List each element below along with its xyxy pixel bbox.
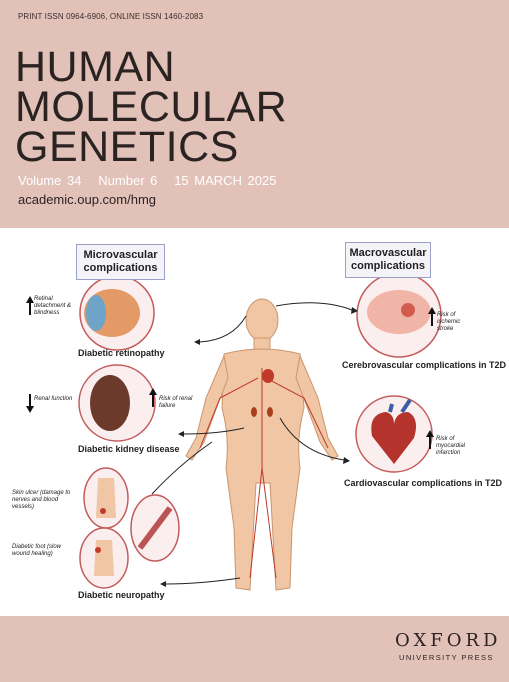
heart-shape	[371, 412, 416, 464]
human-body	[185, 298, 339, 591]
issn-line: PRINT ISSN 0964-6906, ONLINE ISSN 1460-2…	[18, 12, 204, 21]
diabetic-foot-note: Diabetic foot (slow wound healing)	[12, 544, 62, 557]
foot-shape	[94, 540, 114, 576]
kidney-disease-label: Diabetic kidney disease	[78, 444, 180, 454]
issue-line: Volume 34 Number 6 15 MARCH 2025	[18, 173, 276, 188]
nerve-shape	[137, 506, 173, 550]
kidney-left-mark	[251, 407, 257, 417]
skin-ulcer-note: Skin ulcer (damage to nerves and blood v…	[12, 490, 71, 510]
renal-function-note: Renal function	[34, 396, 73, 402]
number: Number 6	[98, 173, 158, 188]
ulcer-dot	[100, 508, 106, 514]
myocardial-note: Risk of myocardial infarction	[436, 436, 466, 456]
stroke-mark	[401, 303, 415, 317]
connector-arrows	[151, 302, 353, 585]
title-line-2: MOLECULAR	[15, 83, 288, 131]
stroke-note: Risk of ischemic stroke	[437, 312, 461, 332]
illustration-graphics	[26, 272, 442, 591]
footer-band: OXFORD UNIVERSITY PRESS	[0, 616, 509, 682]
journal-url: academic.oup.com/hmg	[18, 192, 157, 207]
cover-illustration: Microvascular complications Macrovascula…	[0, 228, 509, 616]
neuropathy-label: Diabetic neuropathy	[78, 590, 165, 600]
brain-shape	[367, 290, 431, 334]
cerebro-label: Cerebrovascular complications in T2D	[342, 360, 507, 370]
wound-dot	[95, 547, 101, 553]
title-line-1: HUMAN	[15, 43, 176, 91]
renal-failure-note: Risk of renal failure	[159, 396, 193, 409]
macro-header: Macrovascular complications	[345, 242, 431, 278]
hand-shape	[96, 478, 116, 518]
eye-cornea	[86, 295, 106, 331]
indicator-arrows	[26, 296, 436, 449]
title-line-3: GENETICS	[15, 123, 239, 171]
heart-vessels	[388, 398, 412, 414]
header-band: PRINT ISSN 0964-6906, ONLINE ISSN 1460-2…	[0, 0, 509, 228]
issue-date: 15 MARCH 2025	[174, 173, 277, 188]
retina-note: Retinal detachment & blindness	[34, 296, 72, 316]
arrow-heads	[160, 307, 358, 587]
vessels	[199, 368, 329, 579]
kidney-right-mark	[267, 407, 273, 417]
kidney-shape	[90, 375, 130, 431]
heart-mark	[262, 369, 274, 383]
cardio-label: Cardiovascular complications in T2D	[344, 478, 503, 488]
publisher-sub: UNIVERSITY PRESS	[399, 653, 494, 662]
volume: Volume 34	[18, 173, 82, 188]
retinopathy-label: Diabetic retinopathy	[78, 348, 165, 358]
publisher-name: OXFORD	[395, 630, 502, 651]
micro-header: Microvascular complications	[76, 244, 165, 280]
